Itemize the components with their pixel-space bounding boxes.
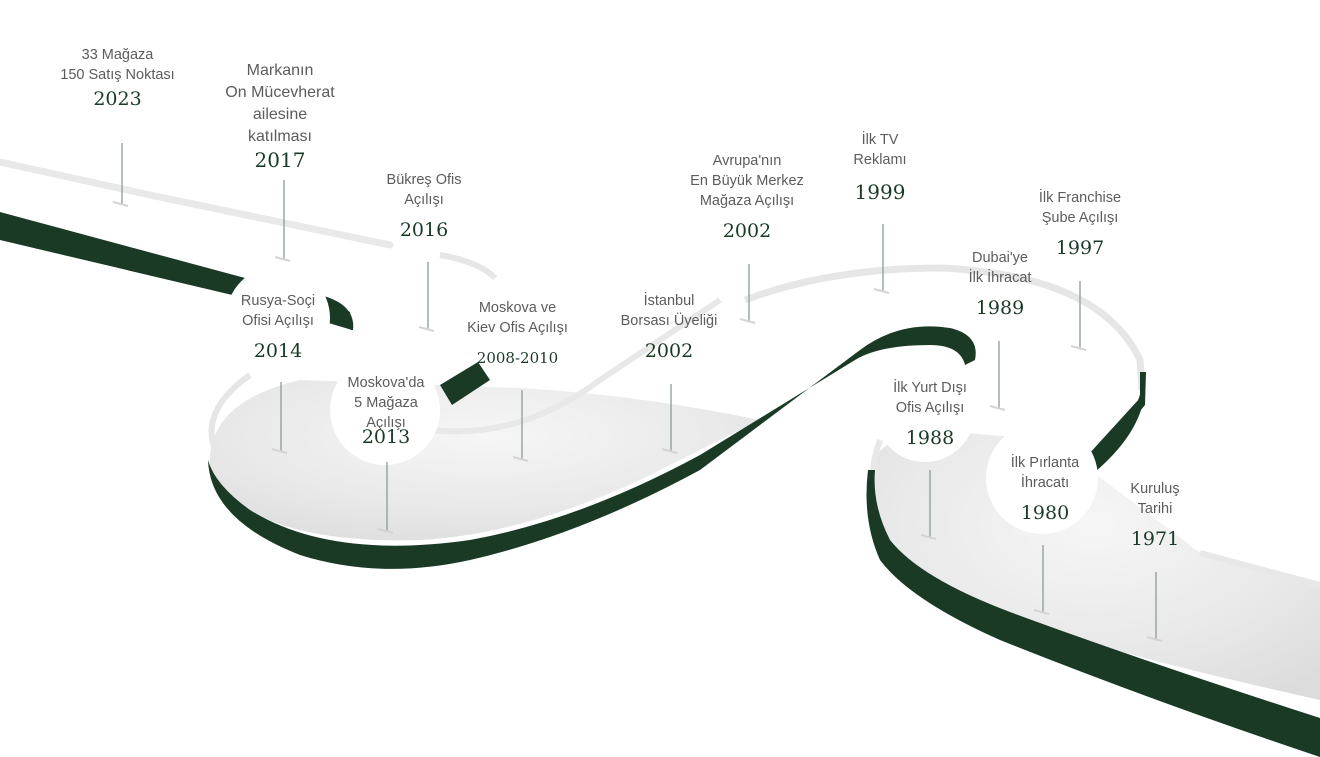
milestone-2008-2010: Moskova ve Kiev Ofis Açılışı 2008-2010 (455, 298, 580, 370)
milestone-2016: Bükreş Ofis Açılışı 2016 (364, 170, 484, 242)
milestone-1971: Kuruluş Tarihi 1971 (1105, 479, 1205, 551)
timeline-pin-base (661, 448, 678, 454)
milestone-1980: İlk Pırlanta İhracatı 1980 (985, 453, 1105, 525)
milestone-year: 2023 (93, 88, 142, 110)
milestone-label: 33 Mağaza 150 Satış Noktası (60, 47, 175, 83)
milestone-2023: 33 Mağaza 150 Satış Noktası 2023 (40, 45, 195, 111)
milestone-label: İlk Yurt Dışı Ofis Açılışı (893, 380, 967, 416)
milestone-label: İlk Franchise Şube Açılışı (1038, 190, 1122, 226)
road-loop-right (743, 264, 1320, 757)
milestone-year: 2016 (399, 219, 449, 241)
milestone-1999: İlk TV Reklamı 1999 (830, 130, 930, 204)
timeline-pins (112, 143, 1163, 642)
milestone-year: 1988 (905, 427, 955, 449)
milestone-year: 1999 (854, 180, 906, 204)
timeline-pin-base (112, 201, 129, 207)
milestone-1997: İlk Franchise Şube Açılışı 1997 (1015, 188, 1145, 260)
milestone-label: Bükreş Ofis Açılışı (386, 172, 462, 208)
milestone-year: 2002 (644, 340, 694, 362)
milestone-year: 1971 (1130, 528, 1180, 550)
timeline-pin-base (989, 405, 1006, 411)
milestone-1988: İlk Yurt Dışı Ofis Açılışı 1988 (870, 378, 990, 450)
milestone-label: İlk Pırlanta İhracatı (1010, 455, 1080, 491)
milestone-label: Moskova ve Kiev Ofis Açılışı (467, 300, 568, 336)
milestone-label: Avrupa'nın En Büyük Merkez Mağaza Açılış… (690, 153, 804, 209)
milestone-label: Markanın On Mücevherat ailesine katılmas… (225, 62, 335, 145)
milestone-year: 2014 (253, 340, 303, 362)
timeline-pin-base (274, 256, 291, 262)
milestone-label: İstanbul Borsası Üyeliği (620, 293, 718, 329)
milestone-label: İlk TV Reklamı (853, 132, 907, 168)
milestone-2013: Moskova'da 5 Mağaza Açılışı 2013 (326, 373, 446, 449)
milestone-label: Dubai'ye İlk İhracat (968, 250, 1032, 286)
milestone-year: 2013 (361, 426, 411, 448)
timeline-pin-base (920, 534, 937, 540)
milestone-2014: Rusya-Soçi Ofisi Açılışı 2014 (218, 291, 338, 363)
milestone-label: Rusya-Soçi Ofisi Açılışı (240, 293, 316, 329)
timeline-pin-base (1033, 609, 1050, 615)
milestone-2002-avrupa: Avrupa'nın En Büyük Merkez Mağaza Açılış… (672, 151, 822, 243)
milestone-year: 2017 (254, 148, 306, 172)
timeline-pin-base (512, 456, 529, 462)
timeline-pin-base (1070, 345, 1087, 351)
milestone-1989: Dubai'ye İlk İhracat 1989 (945, 248, 1055, 320)
timeline-pin-base (377, 528, 394, 534)
milestone-year: 2008-2010 (476, 349, 559, 367)
milestone-2002-borsa: İstanbul Borsası Üyeliği 2002 (605, 291, 733, 363)
milestone-year: 1980 (1020, 502, 1070, 524)
milestone-2017: Markanın On Mücevherat ailesine katılmas… (205, 60, 355, 172)
timeline-pin-base (873, 288, 890, 294)
milestone-discs (226, 266, 1098, 534)
timeline-pin-base (739, 318, 756, 324)
milestone-year: 1989 (975, 297, 1025, 319)
milestone-year: 2002 (722, 220, 772, 242)
timeline-pin-base (418, 326, 435, 332)
milestone-label: Moskova'da 5 Mağaza Açılışı (347, 375, 425, 431)
timeline-pin-base (271, 448, 288, 454)
milestone-year: 1997 (1055, 237, 1105, 259)
milestone-label: Kuruluş Tarihi (1130, 481, 1180, 517)
timeline-pin-base (1146, 636, 1163, 642)
